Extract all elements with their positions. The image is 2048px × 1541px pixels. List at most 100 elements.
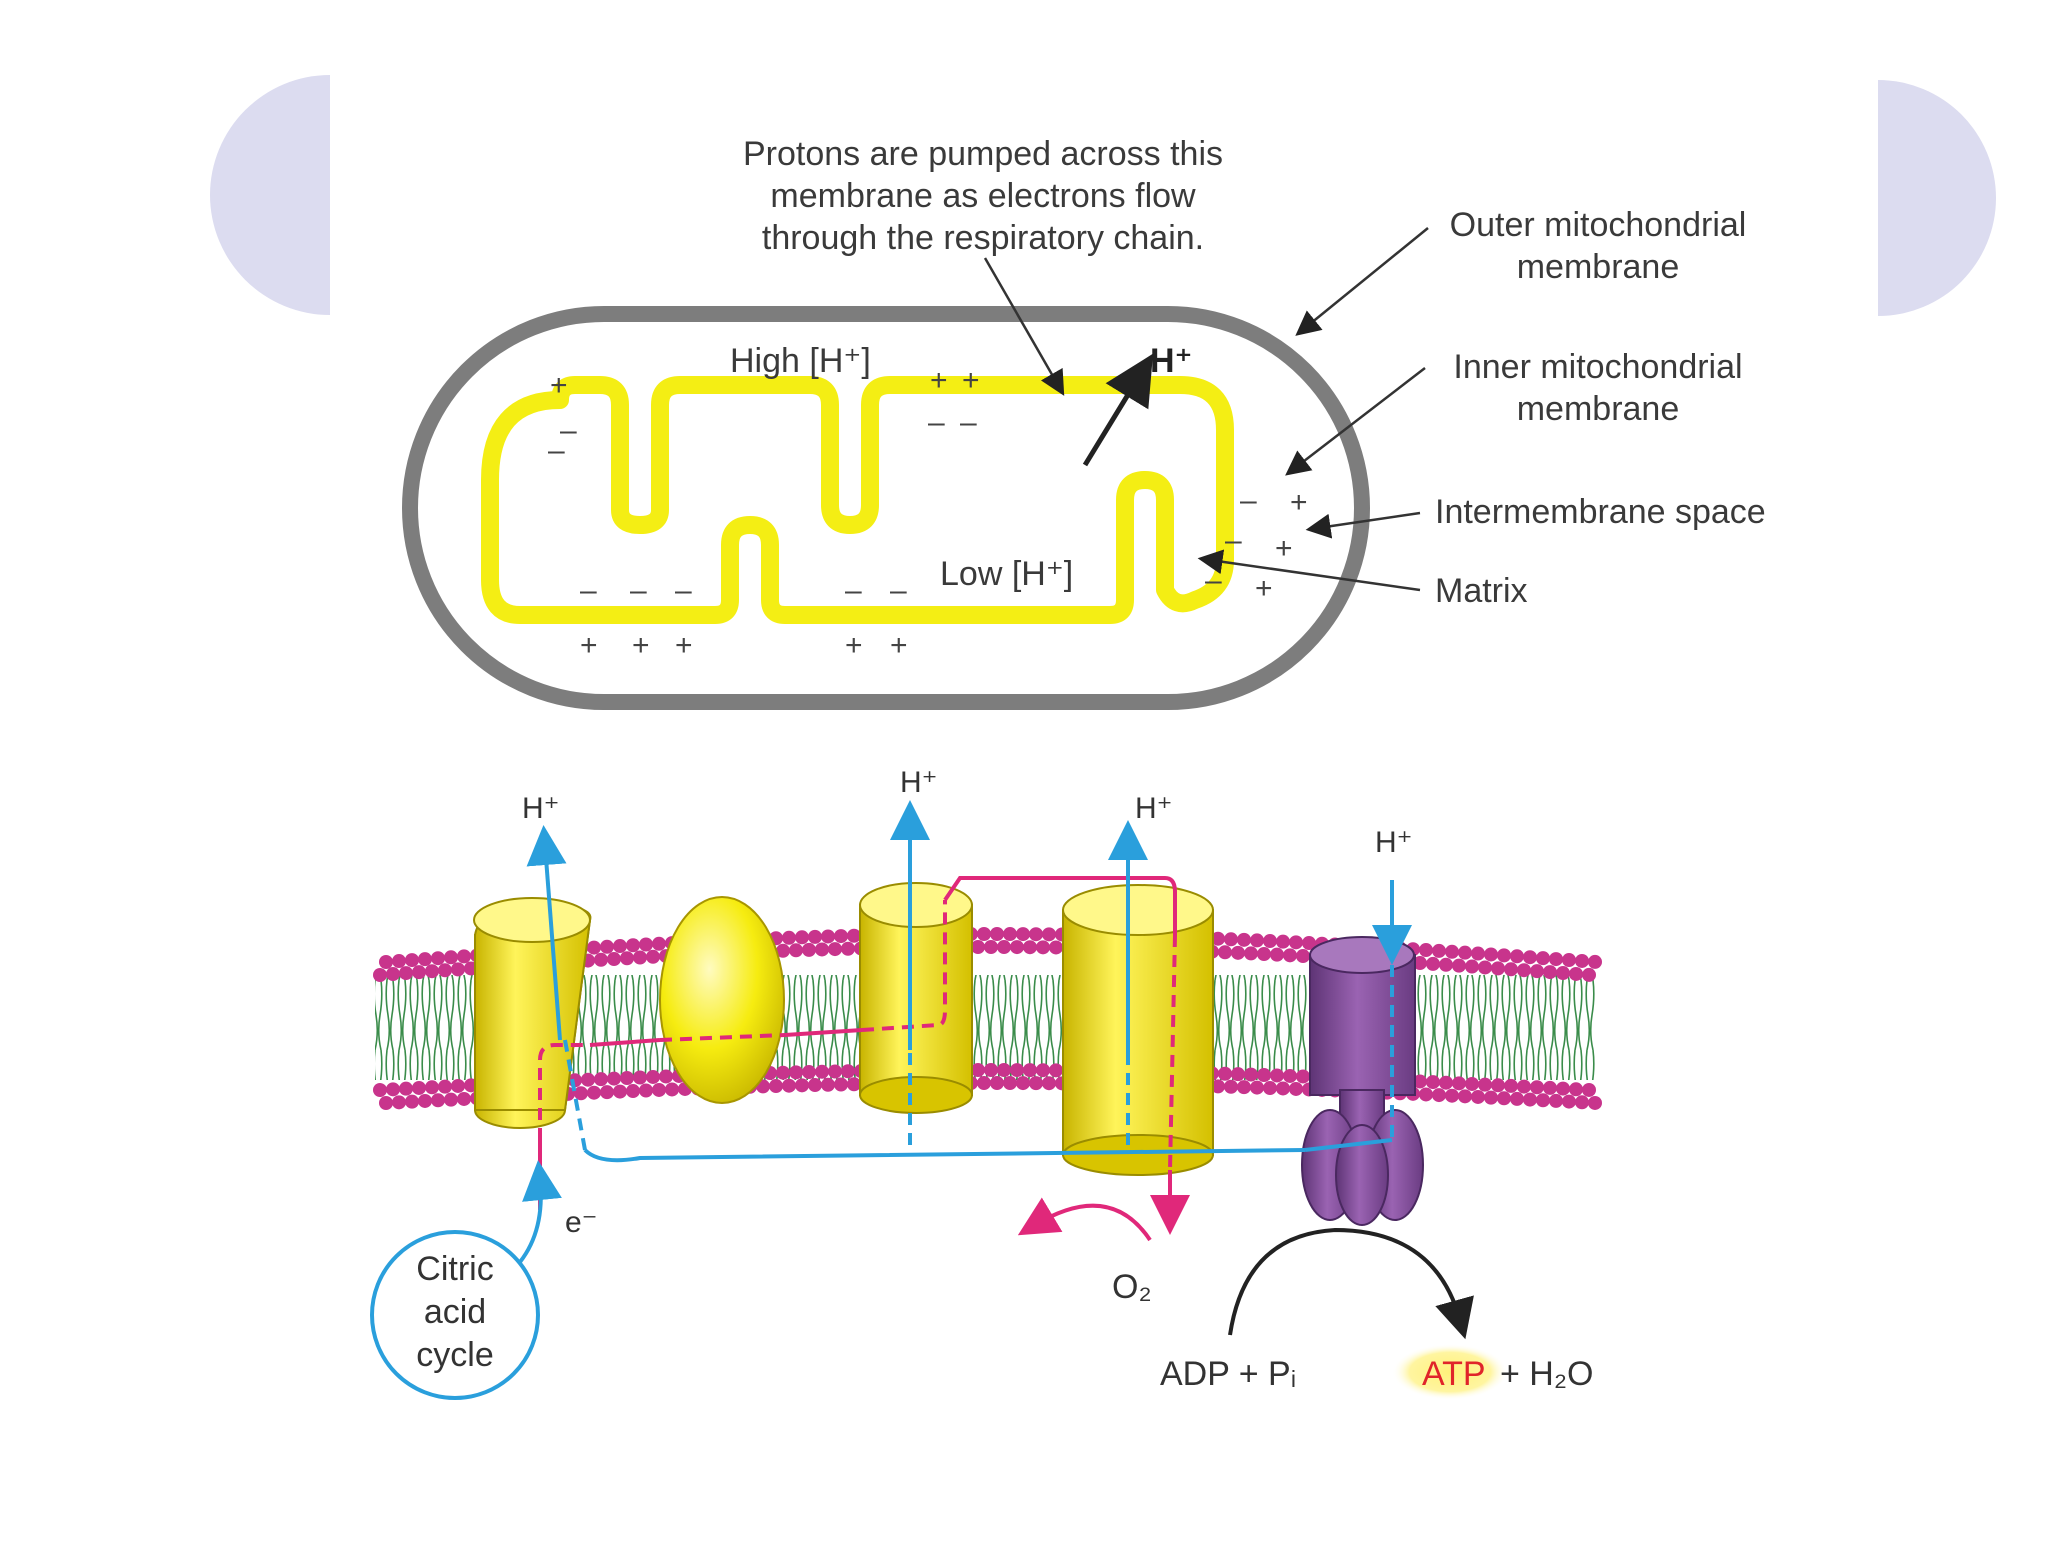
lipid-head: [1003, 1076, 1017, 1091]
lipid-head: [594, 1072, 608, 1087]
lipid-head: [1556, 1081, 1570, 1096]
lipid-head: [1283, 948, 1297, 963]
lipid-head: [1549, 1093, 1563, 1108]
lipid-head: [1465, 1076, 1479, 1091]
plus-sign: +: [675, 629, 693, 662]
proton-label-complex-iii: H⁺: [900, 766, 938, 799]
lipid-head: [379, 1096, 393, 1110]
citric-to-complex-arrow: [518, 1160, 562, 1264]
lipid-head: [1263, 1081, 1277, 1096]
lipid-head: [1211, 1079, 1225, 1094]
lipid-head: [1504, 1078, 1518, 1093]
water-label: + H₂O: [1500, 1355, 1594, 1393]
lipid-head: [1224, 932, 1238, 947]
atp-synthesis-arrow: [1228, 1227, 1474, 1340]
lipid-head: [1237, 932, 1251, 947]
lipid-head: [386, 1082, 400, 1097]
lipid-head: [1036, 1063, 1050, 1078]
inner-membrane-label-1: Inner mitochondrial: [1453, 348, 1742, 386]
lipid-head: [1588, 954, 1602, 969]
lipid-head: [587, 940, 601, 955]
lipid-head: [418, 1093, 432, 1108]
lipid-head: [1491, 961, 1505, 976]
electron-label: e⁻: [565, 1206, 598, 1239]
lipid-head: [1029, 1076, 1043, 1091]
lipid-head: [971, 1063, 985, 1078]
lipid-head: [769, 1079, 783, 1094]
citric-label-1: Citric: [416, 1250, 493, 1288]
lipid-head: [977, 927, 991, 942]
lipid-head: [1257, 947, 1271, 962]
lipid-head: [412, 965, 426, 980]
lipid-head: [1231, 1067, 1245, 1082]
plus-sign: +: [890, 629, 908, 662]
lipid-head: [379, 955, 393, 969]
lipid-head: [1010, 1063, 1024, 1078]
lipid-head: [1523, 950, 1537, 965]
citric-label-2: acid: [424, 1293, 486, 1331]
plus-sign: +: [550, 369, 568, 402]
lipid-head: [1517, 1079, 1531, 1094]
lipid-head: [1296, 949, 1310, 964]
lipid-head: [1023, 1063, 1037, 1078]
outer-membrane-label-2: membrane: [1517, 248, 1680, 286]
proton-label-top: H⁺: [1150, 342, 1193, 380]
lipid-head: [984, 1063, 998, 1078]
lipid-head: [971, 940, 985, 955]
outer-membrane-pointer: [1295, 227, 1429, 336]
lipid-head: [984, 940, 998, 955]
adp-label: ADP + Pᵢ: [1160, 1355, 1296, 1393]
lipid-head: [1452, 1076, 1466, 1091]
annotations: Protons are pumped across this membrane …: [743, 135, 1766, 610]
lipid-head: [418, 952, 432, 967]
lipid-head: [639, 1083, 653, 1098]
lipid-head: [1575, 1095, 1589, 1110]
lipid-head: [431, 951, 445, 966]
lipid-head: [1432, 943, 1446, 958]
citric-acid-cycle-circle: [370, 1230, 540, 1400]
electron-path: [538, 876, 1190, 1242]
lipid-head: [802, 942, 816, 957]
lipid-head: [659, 1069, 673, 1084]
lipid-head: [600, 939, 614, 954]
lipid-head: [1211, 931, 1225, 946]
lipid-head: [828, 1064, 842, 1079]
lipid-head: [1231, 945, 1245, 960]
lipid-head: [1458, 1089, 1472, 1104]
minus-sign: –: [928, 406, 945, 439]
lipid-head: [1484, 947, 1498, 962]
inner-membrane-shape: [481, 376, 1234, 624]
lipid-head: [646, 949, 660, 964]
minus-sign: –: [1225, 524, 1242, 557]
lipid-head: [1237, 1080, 1251, 1095]
matrix-label: Matrix: [1435, 572, 1528, 610]
minus-sign: –: [580, 574, 597, 607]
lipid-head: [1413, 956, 1427, 971]
low-proton-label: Low [H⁺]: [940, 555, 1073, 593]
lipid-head: [1497, 1091, 1511, 1106]
lipid-head: [1530, 1080, 1544, 1095]
oxygen-label: O₂: [1112, 1268, 1152, 1306]
lipid-head: [1049, 1063, 1063, 1078]
lipid-head: [1218, 1066, 1232, 1081]
lipid-head: [1426, 1075, 1440, 1090]
lipid-head: [776, 943, 790, 958]
proton-label-synthase: H⁺: [1375, 826, 1413, 859]
pump-note-line-3: through the respiratory chain.: [762, 219, 1204, 257]
intermembrane-label: Intermembrane space: [1435, 493, 1766, 531]
lipid-head: [1049, 940, 1063, 955]
bottom-labels: H⁺ H⁺ H⁺ H⁺ e⁻ Citric acid cycle O₂ ADP …: [370, 766, 1594, 1400]
lipid-head: [1016, 927, 1030, 942]
lipid-head: [373, 968, 387, 982]
lipid-head: [581, 1072, 595, 1087]
lipid-head: [795, 1078, 809, 1093]
inner-membrane-label-2: membrane: [1517, 390, 1680, 428]
lipid-head: [633, 1070, 647, 1085]
lipid-head: [1426, 956, 1440, 971]
minus-sign: –: [675, 574, 692, 607]
lipid-head: [412, 1080, 426, 1095]
lipid-head: [1276, 934, 1290, 949]
plus-sign: +: [632, 629, 650, 662]
lipid-head: [620, 951, 634, 966]
minus-sign: –: [960, 406, 977, 439]
